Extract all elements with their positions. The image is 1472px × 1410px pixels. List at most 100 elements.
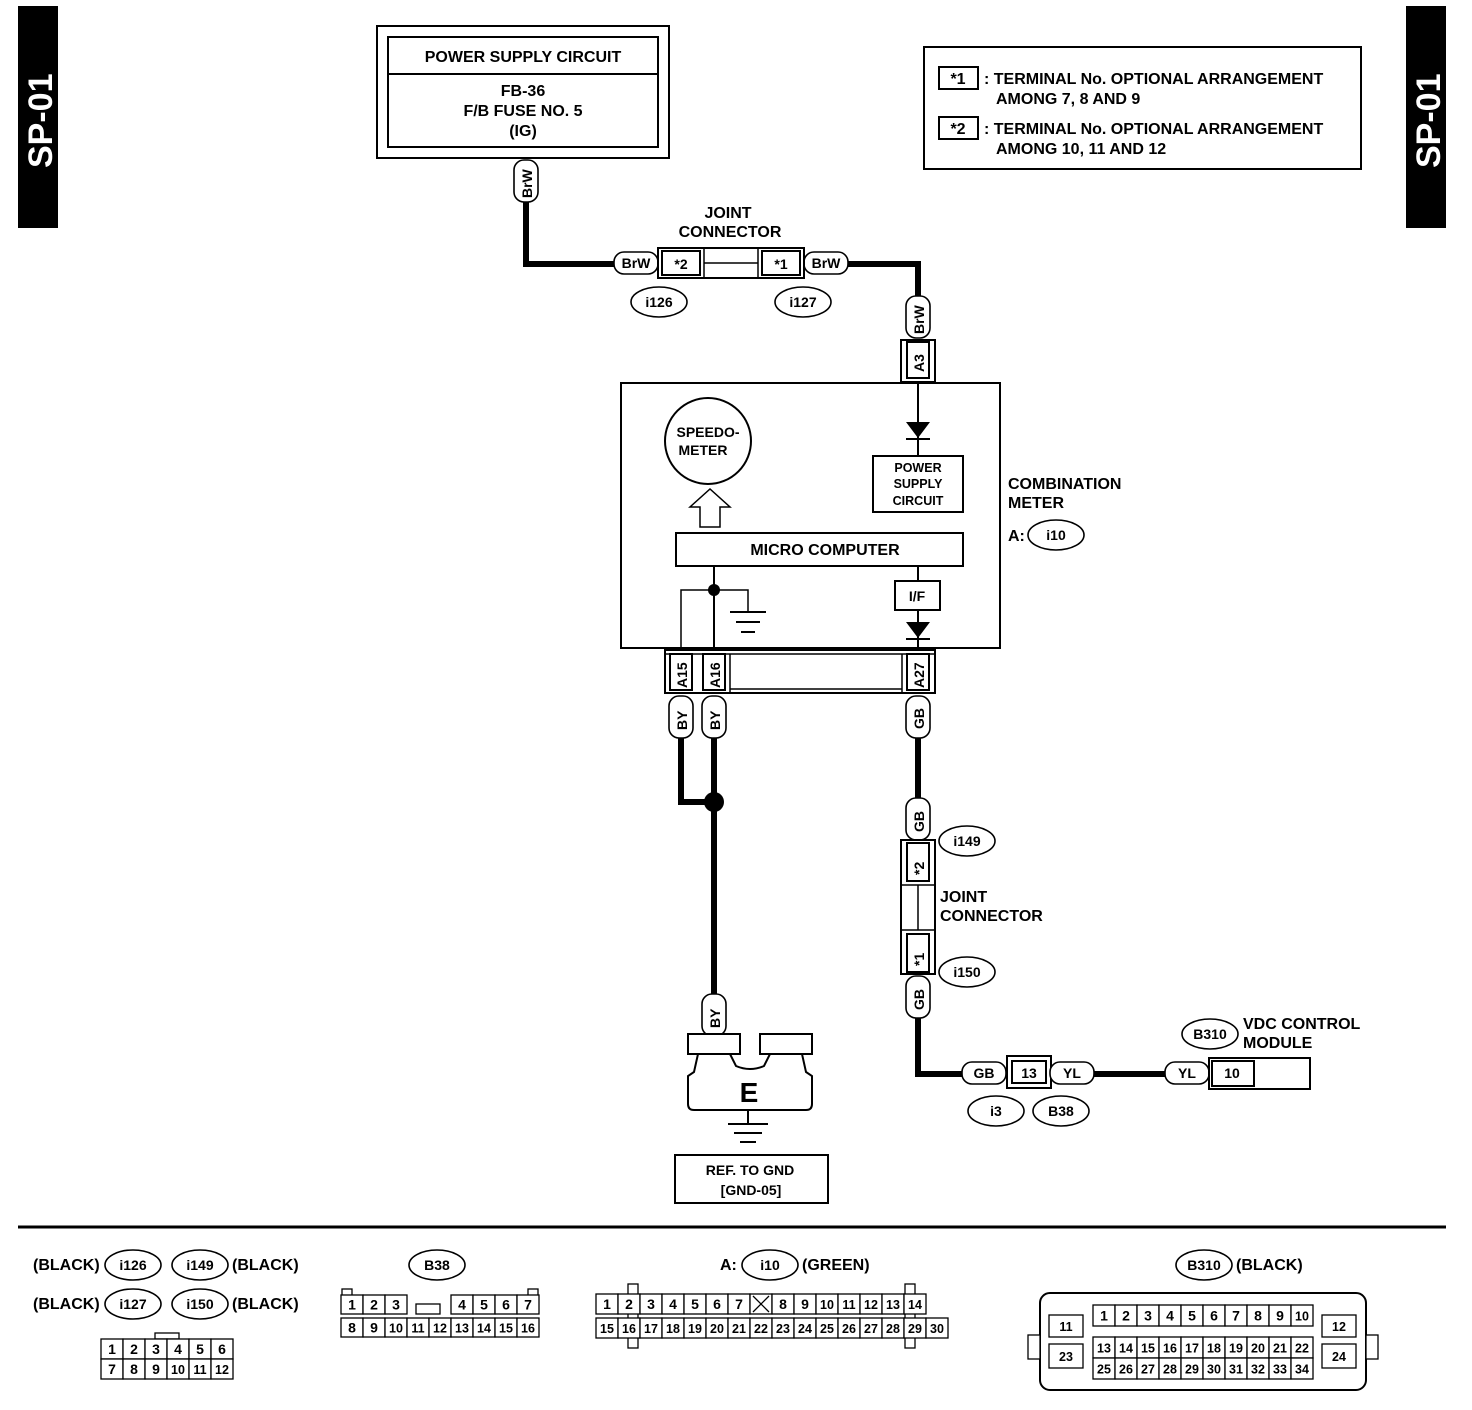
pin-number: 24 (798, 1322, 812, 1336)
wire-brw-top-left (523, 200, 616, 267)
pin-cell (1321, 1314, 1357, 1338)
pin-number: 17 (1185, 1342, 1199, 1356)
svg-text:(BLACK): (BLACK) (232, 1296, 299, 1313)
pin-number: 28 (886, 1322, 900, 1336)
pin-cell (1048, 1314, 1084, 1338)
svg-text:i126: i126 (119, 1257, 146, 1273)
pin-number: 3 (647, 1296, 655, 1312)
pin-number: 25 (820, 1322, 834, 1336)
joint-side-label1: JOINT (940, 889, 987, 906)
wire-label-gb-4: GB (961, 1061, 1007, 1085)
svg-text:i150: i150 (186, 1296, 213, 1312)
pin-number: 32 (1251, 1363, 1265, 1377)
pin-cell (1048, 1343, 1084, 1369)
wire-label-brw-4: BrW (905, 295, 931, 339)
pin-number: 21 (1273, 1342, 1287, 1356)
pin-number: 22 (754, 1322, 768, 1336)
pin-number: 6 (218, 1341, 226, 1357)
svg-text:BrW: BrW (911, 304, 927, 334)
conn-label-i150: i150 (953, 964, 980, 980)
connector-view-joint: (BLACK) i126 i149 (BLACK) (BLACK) i127 i… (33, 1249, 299, 1380)
svg-text:BrW: BrW (622, 255, 652, 271)
vdc-label2: MODULE (1243, 1035, 1313, 1052)
joint-top-term-right: *1 (774, 256, 787, 272)
pin-number: 12 (864, 1298, 878, 1312)
svg-text:(BLACK): (BLACK) (33, 1296, 100, 1313)
pin-number: 11 (411, 1322, 424, 1336)
pin-number: 34 (1295, 1363, 1309, 1377)
pin-cell (516, 1294, 540, 1315)
pin-number: 20 (710, 1322, 724, 1336)
pin-number: 17 (644, 1322, 658, 1336)
pin-number: 19 (688, 1322, 702, 1336)
pin-number: 24 (1332, 1350, 1346, 1364)
pin-number: 14 (1119, 1342, 1133, 1356)
conn-label-i149: i149 (953, 833, 980, 849)
combination-meter-label1: COMBINATION (1008, 476, 1121, 493)
conn-label-i3: i3 (990, 1103, 1002, 1119)
svg-text:BY: BY (707, 710, 723, 730)
pin-number: 12 (215, 1363, 229, 1377)
pin-number: 26 (842, 1322, 856, 1336)
pin-number: 22 (1295, 1342, 1309, 1356)
pin-number: 12 (433, 1322, 447, 1336)
pin-number: 4 (174, 1341, 182, 1357)
ground-terminal: E REF. TO GND [GND-05] (674, 1033, 829, 1204)
speedometer-label2: METER (679, 442, 728, 458)
pin-number: 15 (600, 1322, 614, 1336)
svg-text:(BLACK): (BLACK) (1236, 1257, 1303, 1274)
pin-cell (903, 1293, 927, 1315)
wire-label-yl-2: YL (1164, 1061, 1210, 1085)
blank-pin-mark (752, 1295, 770, 1313)
svg-text:B310: B310 (1187, 1257, 1221, 1273)
pin-number: 29 (1185, 1363, 1199, 1377)
pin-number: 7 (524, 1297, 532, 1313)
vdc-label1: VDC CONTROL (1243, 1016, 1361, 1033)
pin-number: 1 (348, 1297, 356, 1313)
joint-top-term-left: *2 (674, 256, 687, 272)
legend-star2-line2: AMONG 10, 11 AND 12 (996, 141, 1166, 158)
pin-number: 8 (130, 1361, 138, 1377)
joint-top-label2: CONNECTOR (679, 224, 782, 241)
pin-cell (1321, 1343, 1357, 1369)
pin-number: 12 (1332, 1320, 1346, 1334)
pin-number: 11 (193, 1363, 206, 1377)
wire-label-brw-1: BrW (513, 159, 539, 203)
ground-symbol: E (740, 1077, 759, 1108)
pin-number: 2 (370, 1297, 378, 1313)
pin-number: 9 (152, 1361, 160, 1377)
pin-cell (384, 1294, 408, 1315)
pin-number: 13 (455, 1322, 469, 1336)
wire-label-brw-3: BrW (803, 251, 849, 275)
svg-text:YL: YL (1178, 1065, 1196, 1081)
svg-text:GB: GB (974, 1065, 995, 1081)
pin-a16: A16 (707, 662, 723, 688)
pin-number: 27 (1141, 1363, 1155, 1377)
pin-number: 9 (801, 1296, 809, 1312)
pin-number: 19 (1229, 1342, 1243, 1356)
legend-star2-marker: *2 (950, 121, 965, 138)
pin-number: 31 (1229, 1363, 1243, 1377)
pin-number: 10 (820, 1298, 834, 1312)
pin-number: 27 (864, 1322, 878, 1336)
joint-top-label1: JOINT (704, 205, 751, 222)
pin-number: 18 (666, 1322, 680, 1336)
pin-number: 7 (735, 1296, 743, 1312)
pin-number: 14 (477, 1322, 491, 1336)
pin-number: 21 (732, 1322, 746, 1336)
svg-text:YL: YL (1063, 1065, 1081, 1081)
pin-number: 15 (499, 1322, 513, 1336)
pin-a27: A27 (911, 662, 927, 688)
pin-number: 4 (458, 1297, 466, 1313)
svg-text:B38: B38 (424, 1257, 450, 1273)
svg-text:BY: BY (674, 710, 690, 730)
psc-label3: CIRCUIT (893, 494, 944, 508)
pin-number: 3 (392, 1297, 400, 1313)
pin-number: 23 (1059, 1350, 1073, 1364)
pin-number: 28 (1163, 1363, 1177, 1377)
pin-number: 5 (480, 1297, 488, 1313)
pin-number: 15 (1141, 1342, 1155, 1356)
